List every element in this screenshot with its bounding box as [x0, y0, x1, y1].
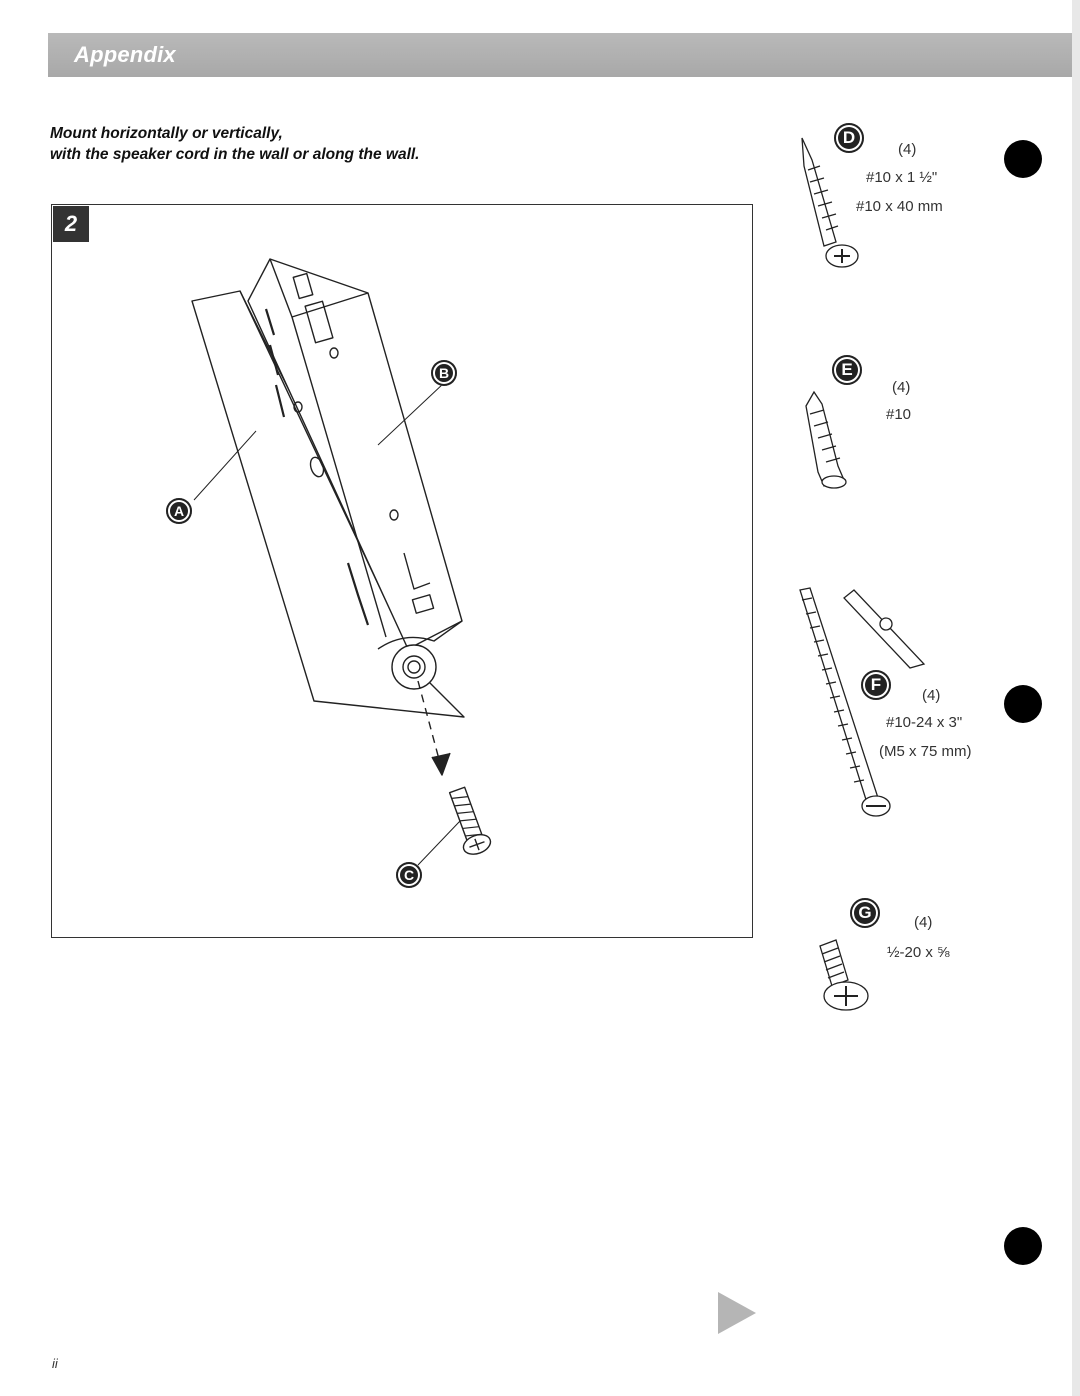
step-number: 2 [53, 206, 89, 242]
callout-b: B [431, 360, 457, 386]
page-number: ii [52, 1356, 58, 1371]
part-d-qty: (4) [898, 141, 917, 158]
callout-c: C [396, 862, 422, 888]
part-g-qty: (4) [914, 914, 933, 931]
part-label-e: E [832, 355, 862, 385]
part-f-spec-metric: (M5 x 75 mm) [879, 743, 972, 760]
intro-text: Mount horizontally or vertically, with t… [50, 123, 420, 165]
part-e-qty: (4) [892, 379, 911, 396]
step-figure: 2 [51, 204, 753, 938]
callout-a: A [166, 498, 192, 524]
part-label-d: D [834, 123, 864, 153]
part-d-spec-imperial: #10 x 1 ½" [866, 169, 938, 186]
intro-line-1: Mount horizontally or vertically, [50, 125, 283, 142]
bullet-dot [1004, 685, 1042, 723]
part-label-f: F [861, 670, 891, 700]
bracket-illustration [191, 258, 492, 866]
part-f-spec-imperial: #10-24 x 3" [886, 714, 963, 731]
header-bar: Appendix [48, 33, 1080, 77]
toggle-bolt-icon [799, 587, 926, 817]
next-page-arrow-icon [718, 1292, 756, 1334]
wall-anchor-icon [805, 390, 847, 489]
intro-line-2: with the speaker cord in the wall or alo… [50, 146, 420, 163]
page-edge [1072, 0, 1080, 1396]
page-title: Appendix [74, 42, 176, 67]
bullet-dot [1004, 1227, 1042, 1265]
part-g-spec: ½-20 x ⅝ [887, 944, 950, 961]
part-e-spec: #10 [886, 406, 912, 423]
wood-screw-icon [801, 137, 859, 268]
bullet-dot [1004, 140, 1042, 178]
part-f-qty: (4) [922, 687, 941, 704]
machine-screw-icon [819, 939, 869, 1011]
part-d-spec-metric: #10 x 40 mm [856, 198, 943, 215]
part-label-g: G [850, 898, 880, 928]
